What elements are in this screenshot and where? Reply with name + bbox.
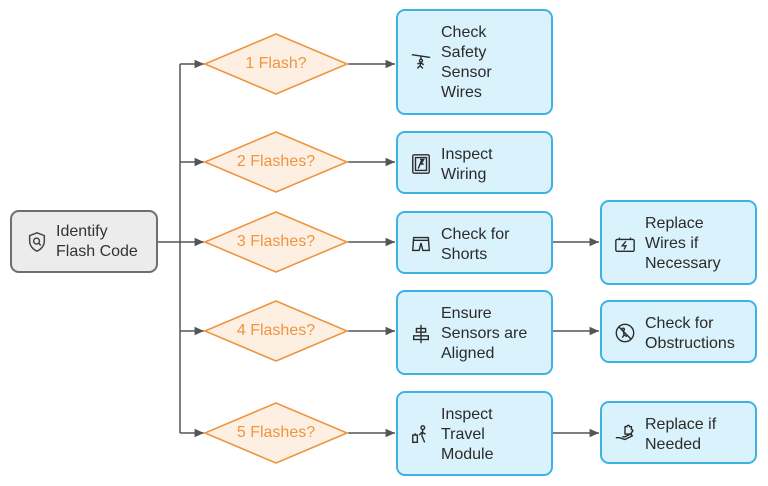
decision-diamonds	[202, 33, 350, 464]
followup-label-3: Replace Wires if Necessary	[645, 215, 721, 272]
followup-label-4: Check for Obstructions	[645, 315, 735, 352]
decision-diamond-4	[202, 300, 350, 362]
no-entry-icon	[615, 323, 635, 343]
decision-diamond-3	[202, 211, 350, 273]
action-node-2: Inspect Wiring	[396, 131, 553, 194]
shorts-icon	[412, 236, 430, 252]
decision-label-1: 1 Flash?	[245, 55, 307, 72]
align-center-icon	[412, 324, 430, 344]
action-label-5: Inspect Travel Module	[441, 406, 494, 463]
wiring-panel-icon	[412, 154, 430, 174]
action-label-2: Inspect Wiring	[441, 146, 493, 183]
followup-node-3: Replace Wires if Necessary	[600, 200, 757, 285]
followup-node-5: Replace if Needed	[600, 401, 757, 464]
followup-node-4: Check for Obstructions	[600, 300, 757, 363]
action-node-1: Check Safety Sensor Wires	[396, 9, 553, 115]
action-node-5: Inspect Travel Module	[396, 391, 553, 476]
battery-charge-icon	[615, 237, 635, 253]
decision-label-2: 2 Flashes?	[236, 153, 316, 170]
decision-label-3: 3 Flashes?	[236, 233, 316, 250]
decision-diamond-5	[202, 402, 350, 464]
action-node-4: Ensure Sensors are Aligned	[396, 290, 553, 375]
decision-label-5: 5 Flashes?	[236, 424, 316, 441]
decision-diamond-2	[202, 131, 350, 193]
action-label-4: Ensure Sensors are Aligned	[441, 305, 528, 362]
action-label-1: Check Safety Sensor Wires	[441, 24, 492, 101]
action-node-3: Check for Shorts	[396, 211, 553, 274]
decision-diamond-1	[202, 33, 350, 95]
zipline-icon	[411, 53, 431, 69]
action-label-3: Check for Shorts	[441, 226, 510, 263]
root-node: Identify Flash Code	[10, 210, 158, 273]
hand-puzzle-icon	[615, 424, 634, 441]
travel-person-icon	[412, 425, 426, 444]
connector-lines	[158, 59, 599, 438]
decision-label-4: 4 Flashes?	[236, 322, 316, 339]
search-shield-icon	[28, 232, 46, 252]
followup-label-5: Replace if Needed	[645, 416, 717, 453]
root-label: Identify Flash Code	[56, 223, 138, 260]
